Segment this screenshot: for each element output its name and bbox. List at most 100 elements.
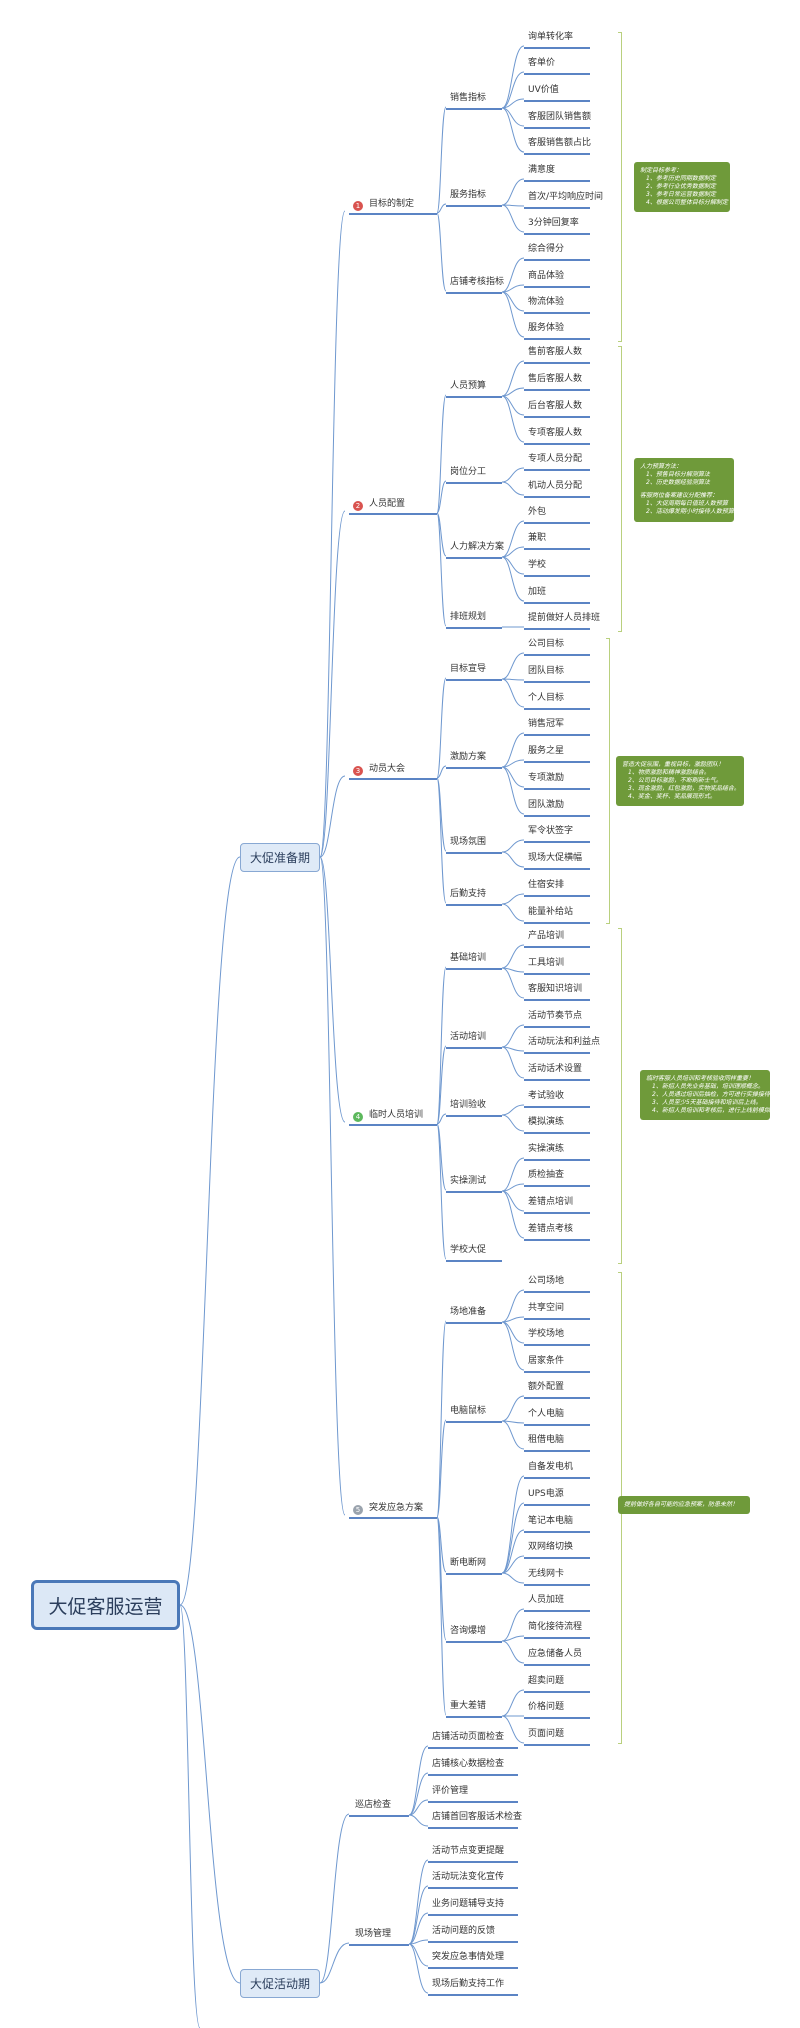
item-label[interactable]: 专项人员分配 — [528, 454, 583, 464]
item-label[interactable]: 考试验收 — [528, 1091, 565, 1101]
item-label[interactable]: 加班 — [528, 587, 547, 597]
group-label[interactable]: 岗位分工 — [450, 467, 487, 477]
item-label[interactable]: 页面问题 — [528, 1729, 565, 1739]
group-label[interactable]: 培训验收 — [450, 1100, 487, 1110]
item-label[interactable]: 军令状签字 — [528, 826, 574, 836]
item-label[interactable]: 人员加班 — [528, 1595, 565, 1605]
item-label[interactable]: 租借电脑 — [528, 1435, 565, 1445]
item-label[interactable]: 满意度 — [528, 165, 556, 175]
group-label[interactable]: 基础培训 — [450, 953, 487, 963]
section-label[interactable]: 目标的制定 — [369, 199, 415, 209]
item-label[interactable]: 后台客服人数 — [528, 401, 583, 411]
item-label[interactable]: 质检抽查 — [528, 1170, 565, 1180]
item-label[interactable]: 售前客服人数 — [528, 347, 583, 357]
item-label[interactable]: 综合得分 — [528, 244, 565, 254]
group-label[interactable]: 活动培训 — [450, 1032, 487, 1042]
item-label[interactable]: 应急储备人员 — [528, 1649, 583, 1659]
group-label[interactable]: 断电断网 — [450, 1558, 487, 1568]
group-label[interactable]: 学校大促 — [450, 1245, 487, 1255]
item-label[interactable]: 价格问题 — [528, 1702, 565, 1712]
group-label[interactable]: 后勤支持 — [450, 889, 487, 899]
item-label[interactable]: 服务体验 — [528, 323, 565, 333]
item-label[interactable]: 双网络切换 — [528, 1542, 574, 1552]
item-label[interactable]: 笔记本电脑 — [528, 1516, 574, 1526]
item-label[interactable]: 商品体验 — [528, 271, 565, 281]
item-label[interactable]: UV价值 — [528, 85, 559, 95]
item-label[interactable]: 自备发电机 — [528, 1462, 574, 1472]
group-label[interactable]: 实操测试 — [450, 1176, 487, 1186]
group-label[interactable]: 场地准备 — [450, 1307, 487, 1317]
group-label[interactable]: 排班规划 — [450, 612, 487, 622]
item-label[interactable]: 产品培训 — [528, 931, 565, 941]
item-label[interactable]: 专项客服人数 — [528, 428, 583, 438]
item-label[interactable]: 团队目标 — [528, 666, 565, 676]
group-label[interactable]: 目标宣导 — [450, 664, 487, 674]
item-label[interactable]: 3分钟回复率 — [528, 218, 579, 228]
item-label[interactable]: 活动话术设置 — [528, 1064, 583, 1074]
item-label[interactable]: 模拟演练 — [528, 1117, 565, 1127]
item-label[interactable]: 活动问题的反馈 — [432, 1926, 496, 1936]
item-label[interactable]: 活动节奏节点 — [528, 1011, 583, 1021]
item-label[interactable]: 居家条件 — [528, 1356, 565, 1366]
item-label[interactable]: 共享空间 — [528, 1303, 565, 1313]
item-label[interactable]: 工具培训 — [528, 958, 565, 968]
item-label[interactable]: UPS电源 — [528, 1489, 564, 1499]
phase-preparation[interactable]: 大促准备期 — [240, 843, 320, 872]
item-label[interactable]: 活动玩法和利益点 — [528, 1037, 601, 1047]
item-label[interactable]: 兼职 — [528, 533, 547, 543]
item-label[interactable]: 公司目标 — [528, 639, 565, 649]
item-label[interactable]: 销售冠军 — [528, 719, 565, 729]
item-label[interactable]: 公司场地 — [528, 1276, 565, 1286]
item-label[interactable]: 售后客服人数 — [528, 374, 583, 384]
item-label[interactable]: 超卖问题 — [528, 1676, 565, 1686]
item-label[interactable]: 服务之星 — [528, 746, 565, 756]
group-label[interactable]: 人力解决方案 — [450, 542, 505, 552]
item-label[interactable]: 住宿安排 — [528, 880, 565, 890]
item-label[interactable]: 首次/平均响应时间 — [528, 192, 604, 202]
item-label[interactable]: 询单转化率 — [528, 32, 574, 42]
group-label[interactable]: 现场氛围 — [450, 837, 487, 847]
phase-activity[interactable]: 大促活动期 — [240, 1969, 320, 1998]
group-label[interactable]: 店铺考核指标 — [450, 277, 505, 287]
item-label[interactable]: 活动玩法变化宣传 — [432, 1872, 505, 1882]
item-label[interactable]: 客服团队销售额 — [528, 112, 592, 122]
item-label[interactable]: 差错点培训 — [528, 1197, 574, 1207]
item-label[interactable]: 评价管理 — [432, 1786, 469, 1796]
item-label[interactable]: 活动节点变更提醒 — [432, 1846, 505, 1856]
section-label[interactable]: 现场管理 — [355, 1929, 392, 1939]
group-label[interactable]: 重大差错 — [450, 1701, 487, 1711]
item-label[interactable]: 现场后勤支持工作 — [432, 1979, 505, 1989]
item-label[interactable]: 能量补给站 — [528, 907, 574, 917]
group-label[interactable]: 咨询爆增 — [450, 1626, 487, 1636]
group-label[interactable]: 激励方案 — [450, 752, 487, 762]
section-label[interactable]: 动员大会 — [369, 764, 406, 774]
item-label[interactable]: 提前做好人员排班 — [528, 613, 601, 623]
section-label[interactable]: 巡店检查 — [355, 1800, 392, 1810]
item-label[interactable]: 突发应急事情处理 — [432, 1952, 505, 1962]
group-label[interactable]: 电脑鼠标 — [450, 1406, 487, 1416]
item-label[interactable]: 学校 — [528, 560, 547, 570]
section-label[interactable]: 突发应急方案 — [369, 1503, 424, 1513]
item-label[interactable]: 简化接待流程 — [528, 1622, 583, 1632]
item-label[interactable]: 学校场地 — [528, 1329, 565, 1339]
item-label[interactable]: 无线网卡 — [528, 1569, 565, 1579]
item-label[interactable]: 实操演练 — [528, 1144, 565, 1154]
item-label[interactable]: 团队激励 — [528, 800, 565, 810]
item-label[interactable]: 现场大促横幅 — [528, 853, 583, 863]
item-label[interactable]: 机动人员分配 — [528, 481, 583, 491]
item-label[interactable]: 个人电脑 — [528, 1409, 565, 1419]
group-label[interactable]: 服务指标 — [450, 190, 487, 200]
item-label[interactable]: 专项激励 — [528, 773, 565, 783]
group-label[interactable]: 销售指标 — [450, 93, 487, 103]
item-label[interactable]: 差错点考核 — [528, 1224, 574, 1234]
section-label[interactable]: 临时人员培训 — [369, 1110, 424, 1120]
item-label[interactable]: 店铺核心数据检查 — [432, 1759, 505, 1769]
item-label[interactable]: 个人目标 — [528, 693, 565, 703]
item-label[interactable]: 业务问题辅导支持 — [432, 1899, 505, 1909]
section-label[interactable]: 人员配置 — [369, 499, 406, 509]
root-node[interactable]: 大促客服运营 — [31, 1580, 180, 1630]
item-label[interactable]: 客服知识培训 — [528, 984, 583, 994]
group-label[interactable]: 人员预算 — [450, 381, 487, 391]
item-label[interactable]: 客服销售额占比 — [528, 138, 592, 148]
item-label[interactable]: 物流体验 — [528, 297, 565, 307]
